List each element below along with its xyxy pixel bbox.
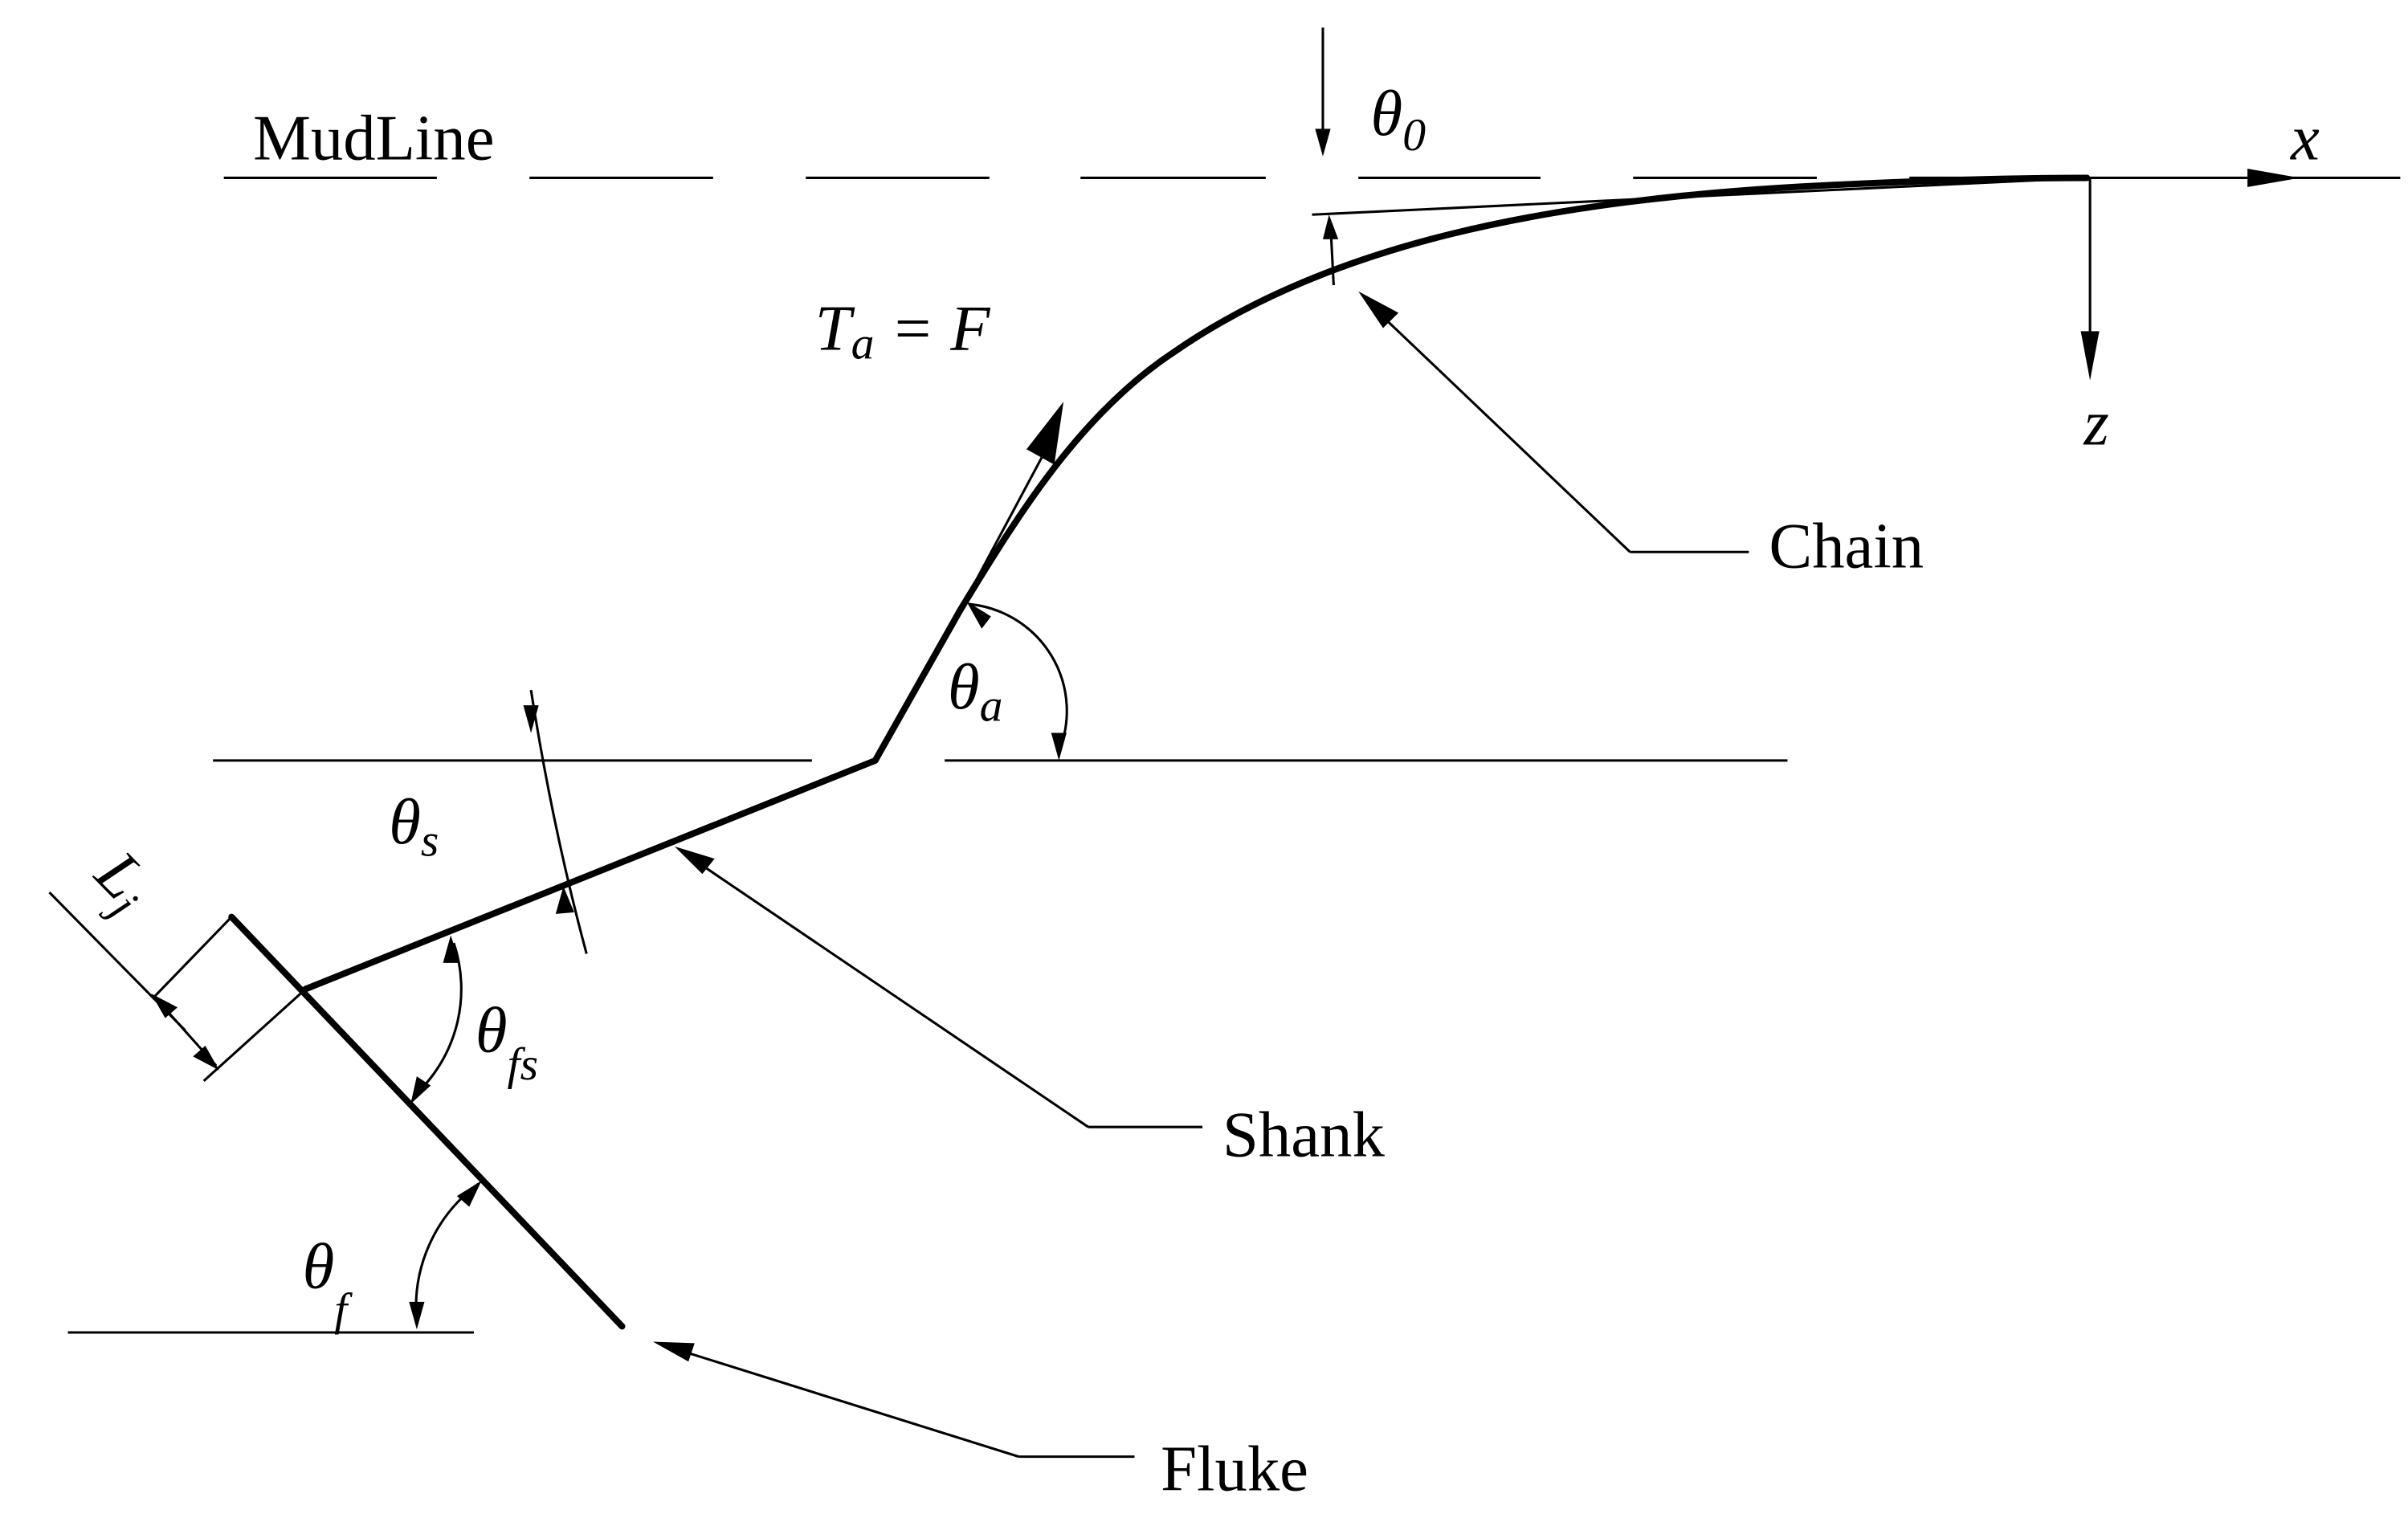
theta-f-arc: [67, 1181, 482, 1334]
tension-arrow: [958, 402, 1064, 611]
theta-a-arc: [966, 601, 1068, 761]
shank-leader: [674, 846, 1203, 1128]
theta-fs-arc: [410, 935, 463, 1104]
theta-s-arc: [523, 689, 588, 954]
theta-f-symbol: θf: [303, 1231, 353, 1336]
fluke-leader: [652, 1341, 1135, 1459]
z-axis: [2080, 178, 2100, 381]
theta0-tangent-line: [1312, 176, 2088, 216]
mudline-label: MudLine: [253, 103, 494, 174]
lj-symbol: Lj: [76, 837, 168, 928]
x-axis-label: x: [2290, 103, 2320, 174]
chain-leader: [1358, 291, 1749, 553]
fluke: [228, 913, 626, 1330]
theta0-symbol: θ0: [1371, 78, 1426, 161]
chain-label: Chain: [1769, 511, 1924, 582]
x-axis: [2087, 169, 2401, 187]
theta-s-symbol: θs: [389, 786, 439, 866]
theta-a-symbol: θa: [948, 651, 1002, 731]
theta-fs-symbol: θfs: [475, 995, 538, 1090]
z-axis-label: z: [2083, 388, 2108, 459]
tension-label: Ta = F: [815, 293, 991, 369]
theta0-dimension: [1315, 27, 1339, 286]
fluke-label: Fluke: [1161, 1434, 1308, 1505]
shank: [302, 606, 964, 993]
shank-label: Shank: [1222, 1100, 1386, 1171]
lj-dimension: [48, 892, 307, 1083]
chain-curve: [957, 174, 2091, 614]
